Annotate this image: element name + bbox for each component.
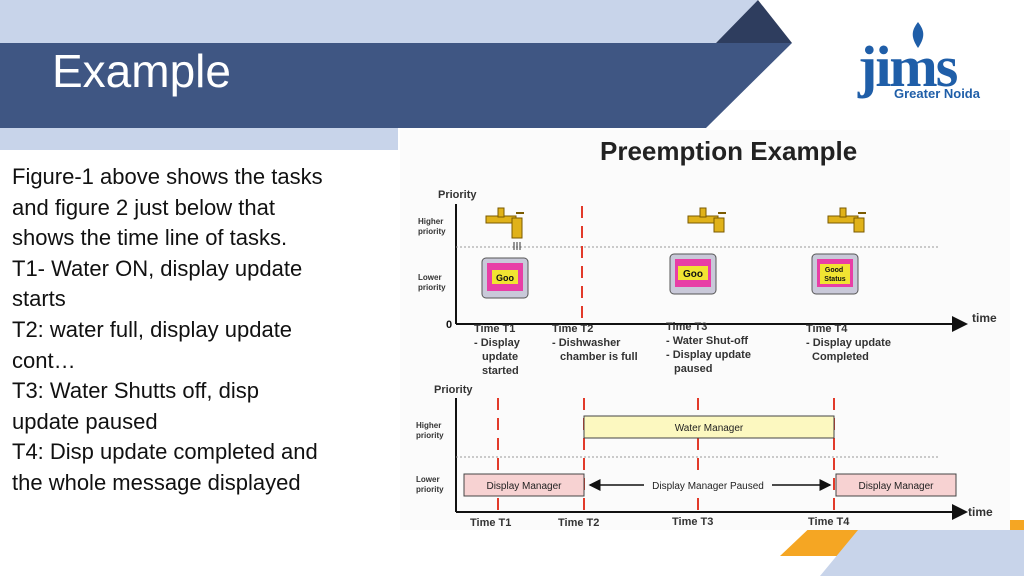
bottom-higher-label: Higher priority xyxy=(416,421,444,440)
water-manager-label: Water Manager xyxy=(675,423,744,434)
top-priority-label: Priority xyxy=(438,189,477,201)
header-bar xyxy=(0,43,792,128)
header-under-strip xyxy=(0,128,398,150)
faucet-icon xyxy=(485,207,524,250)
bottom-priority-label: Priority xyxy=(434,384,473,396)
top-time-label: time xyxy=(972,311,997,325)
bottom-lower-label: Lower priority xyxy=(416,475,444,494)
description-line: T3: Water Shutts off, disp xyxy=(12,378,259,404)
screen-text: Good Status xyxy=(824,267,846,283)
display-manager-bar-2 xyxy=(835,473,957,497)
paused-label-bg xyxy=(644,478,772,492)
description-line: starts xyxy=(12,286,66,312)
preemption-diagram: Preemption Example Priority Higher prior… xyxy=(400,130,1010,530)
event-caption-t1: Time T1 - Display update started xyxy=(474,323,523,377)
description-text: Figure-1 above shows the tasks and figur… xyxy=(12,162,384,499)
bottom-time-label: time xyxy=(968,505,993,519)
screen-text: Goo xyxy=(496,273,514,283)
time-label-t2: Time T2 xyxy=(558,517,599,529)
jims-logo: jims Greater Noida xyxy=(858,20,1018,102)
slide-title: Example xyxy=(52,45,231,97)
header-top-strip xyxy=(0,0,758,43)
description-line: and figure 2 just below that xyxy=(12,194,275,220)
display-screen-icon: Goo xyxy=(481,257,529,299)
time-label-t4: Time T4 xyxy=(808,516,850,528)
event-caption-t4: Time T4 - Display update Completed xyxy=(806,323,894,363)
event-caption-t3: Time T3 - Water Shut-off - Display updat… xyxy=(666,321,754,375)
logo-wordmark: jims xyxy=(858,34,958,99)
faucet-icon xyxy=(687,207,726,233)
faucet-icon xyxy=(827,207,866,233)
preemption-diagram-svg: Preemption Example Priority Higher prior… xyxy=(416,136,997,529)
description-line: Figure-1 above shows the tasks xyxy=(12,164,323,189)
display-manager-bar-1 xyxy=(463,473,585,497)
diagram-title: Preemption Example xyxy=(600,136,857,166)
display-screen-icon: Good Status xyxy=(811,253,859,295)
header-dark-triangle xyxy=(716,0,792,43)
logo-location: Greater Noida xyxy=(894,86,980,101)
display-manager-label-1: Display Manager xyxy=(486,481,562,492)
description-line: T2: water full, display update xyxy=(12,316,293,342)
description-line: shows the time line of tasks. xyxy=(12,225,288,251)
top-higher-label: Higher priority xyxy=(418,217,446,236)
logo-flame-icon xyxy=(912,22,924,48)
display-manager-paused-label: Display Manager Paused xyxy=(652,481,764,492)
display-manager-label-2: Display Manager xyxy=(858,481,934,492)
corner-blue-band xyxy=(820,530,1024,576)
description-line: cont… xyxy=(12,347,76,373)
event-caption-t2: Time T2 - Dishwasher chamber is full xyxy=(552,323,638,363)
time-label-t1: Time T1 xyxy=(470,517,511,529)
top-zero-label: 0 xyxy=(446,319,452,331)
description-line: the whole message displayed xyxy=(12,469,301,495)
water-manager-bar xyxy=(583,415,835,439)
description-line: T1- Water ON, display update xyxy=(12,255,303,281)
time-label-t3: Time T3 xyxy=(672,516,713,528)
description-line: update paused xyxy=(12,408,158,434)
screen-text: Goo xyxy=(683,269,703,280)
top-lower-label: Lower priority xyxy=(418,273,446,292)
description-line: T4: Disp update completed and xyxy=(12,439,318,465)
display-screen-icon: Goo xyxy=(669,253,717,295)
